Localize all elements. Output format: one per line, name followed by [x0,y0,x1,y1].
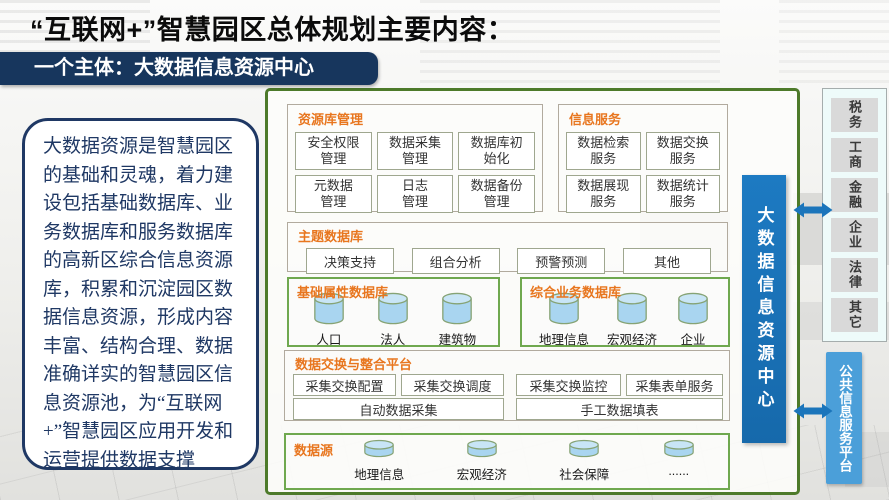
module-box: 数据备份 管理 [458,175,535,213]
background-stripes [420,0,720,88]
section-data-source: 数据源 地理信息 宏观经济 社会保障 ...... [284,433,730,490]
section-label: 综合业务数据库 [530,285,622,300]
database-label: 宏观经济 [456,468,507,482]
module-box: 决策支持 [306,248,394,274]
intro-text-box: 大数据资源是智慧园区的基础和灵魂，着力建设包括基础数据库、业务数据库和服务数据库… [22,118,259,471]
module-box: 数据展现 服务 [566,175,641,213]
database-label: 企业 [680,333,706,347]
database-item: 社会保障 [559,439,609,483]
database-icon [466,439,497,458]
category-box: 其它 [831,298,878,332]
database-icon [442,292,473,325]
background-stripes [779,0,889,88]
database-label: ...... [668,464,690,478]
database-icon [617,292,647,325]
database-item: 地理信息 [354,439,404,483]
section-label: 数据交换与整合平台 [295,357,413,372]
database-item: 地理信息 [539,292,589,348]
section-base-attribute-db: 基础属性数据库 人口 法人 建筑物 [287,277,500,347]
module-box: 采集交换监控 [516,374,621,396]
module-box: 元数据 管理 [295,175,372,213]
database-icon [678,292,708,325]
section-info-service: 信息服务 数据检索 服务 数据交换 服务 数据展现 服务 数据统计 服务 [558,104,728,213]
database-item: 企业 [675,292,711,348]
module-box: 安全权限 管理 [295,132,372,170]
category-box: 工商 [831,138,878,172]
module-box: 数据交换 服务 [645,132,720,170]
database-label: 地理信息 [354,468,405,482]
module-box: 数据检索 服务 [566,132,641,170]
external-category-panel: 税务 工商 金融 企业 法律 其它 [822,88,887,342]
section-label: 数据源 [294,443,334,458]
big-data-center-bar: 大数据信息资源中心 [742,175,786,443]
database-label: 法人 [380,333,406,347]
section-label: 基础属性数据库 [297,285,389,300]
category-box: 企业 [831,218,878,252]
section-label: 信息服务 [569,112,622,127]
module-box: 日志 管理 [376,175,454,213]
section-label: 主题数据库 [298,229,364,244]
big-data-center-diagram: 资源库管理 安全权限 管理 数据采集 管理 数据库初 始化 元数据 管理 日志 … [265,88,800,495]
module-box: 其他 [622,248,711,274]
module-box: 采集交换调度 [401,374,504,396]
section-resource-management: 资源库管理 安全权限 管理 数据采集 管理 数据库初 始化 元数据 管理 日志 … [287,104,543,213]
database-label: 建筑物 [438,333,477,347]
database-item: ...... [662,439,696,483]
database-icon [314,292,344,325]
database-icon [549,292,579,325]
module-box: 手工数据填表 [516,398,723,420]
database-icon [377,292,408,325]
database-item: 人口 [311,292,347,348]
database-icon [569,439,600,458]
module-box: 数据采集 管理 [376,132,454,170]
section-banner: 一个主体：大数据信息资源中心 [0,52,378,85]
double-arrow-icon [793,202,833,218]
database-icon [663,439,694,458]
module-box: 采集表单服务 [626,374,723,396]
category-box: 法律 [831,258,878,292]
module-box: 采集交换配置 [293,374,396,396]
module-box: 数据统计 服务 [645,175,720,213]
section-theme-database: 主题数据库 决策支持 组合分析 预警预测 其他 [287,222,728,274]
public-info-service-platform: 公共信息服务平台 [826,352,862,484]
module-box: 自动数据采集 [293,398,504,420]
section-business-db: 综合业务数据库 地理信息 宏观经济 企业 [520,277,730,347]
category-box: 税务 [831,98,878,132]
database-label: 人口 [316,333,342,347]
module-box: 组合分析 [411,248,500,274]
database-icon [364,439,395,458]
database-label: 地理信息 [538,333,589,347]
page-title: “互联网+”智慧园区总体规划主要内容： [30,15,515,45]
module-box: 预警预测 [517,248,606,274]
section-label: 资源库管理 [298,112,364,127]
database-label: 宏观经济 [606,333,657,347]
category-box: 金融 [831,178,878,212]
database-label: 社会保障 [559,468,610,482]
module-box: 数据库初 始化 [458,132,535,170]
database-item: 法人 [375,292,411,348]
section-exchange-platform: 数据交换与整合平台 采集交换配置 采集交换调度 采集交换监控 采集表单服务 自动… [284,350,730,421]
database-item: 建筑物 [438,292,477,348]
database-item: 宏观经济 [607,292,657,348]
database-item: 宏观经济 [457,439,507,483]
double-arrow-icon [793,403,833,419]
